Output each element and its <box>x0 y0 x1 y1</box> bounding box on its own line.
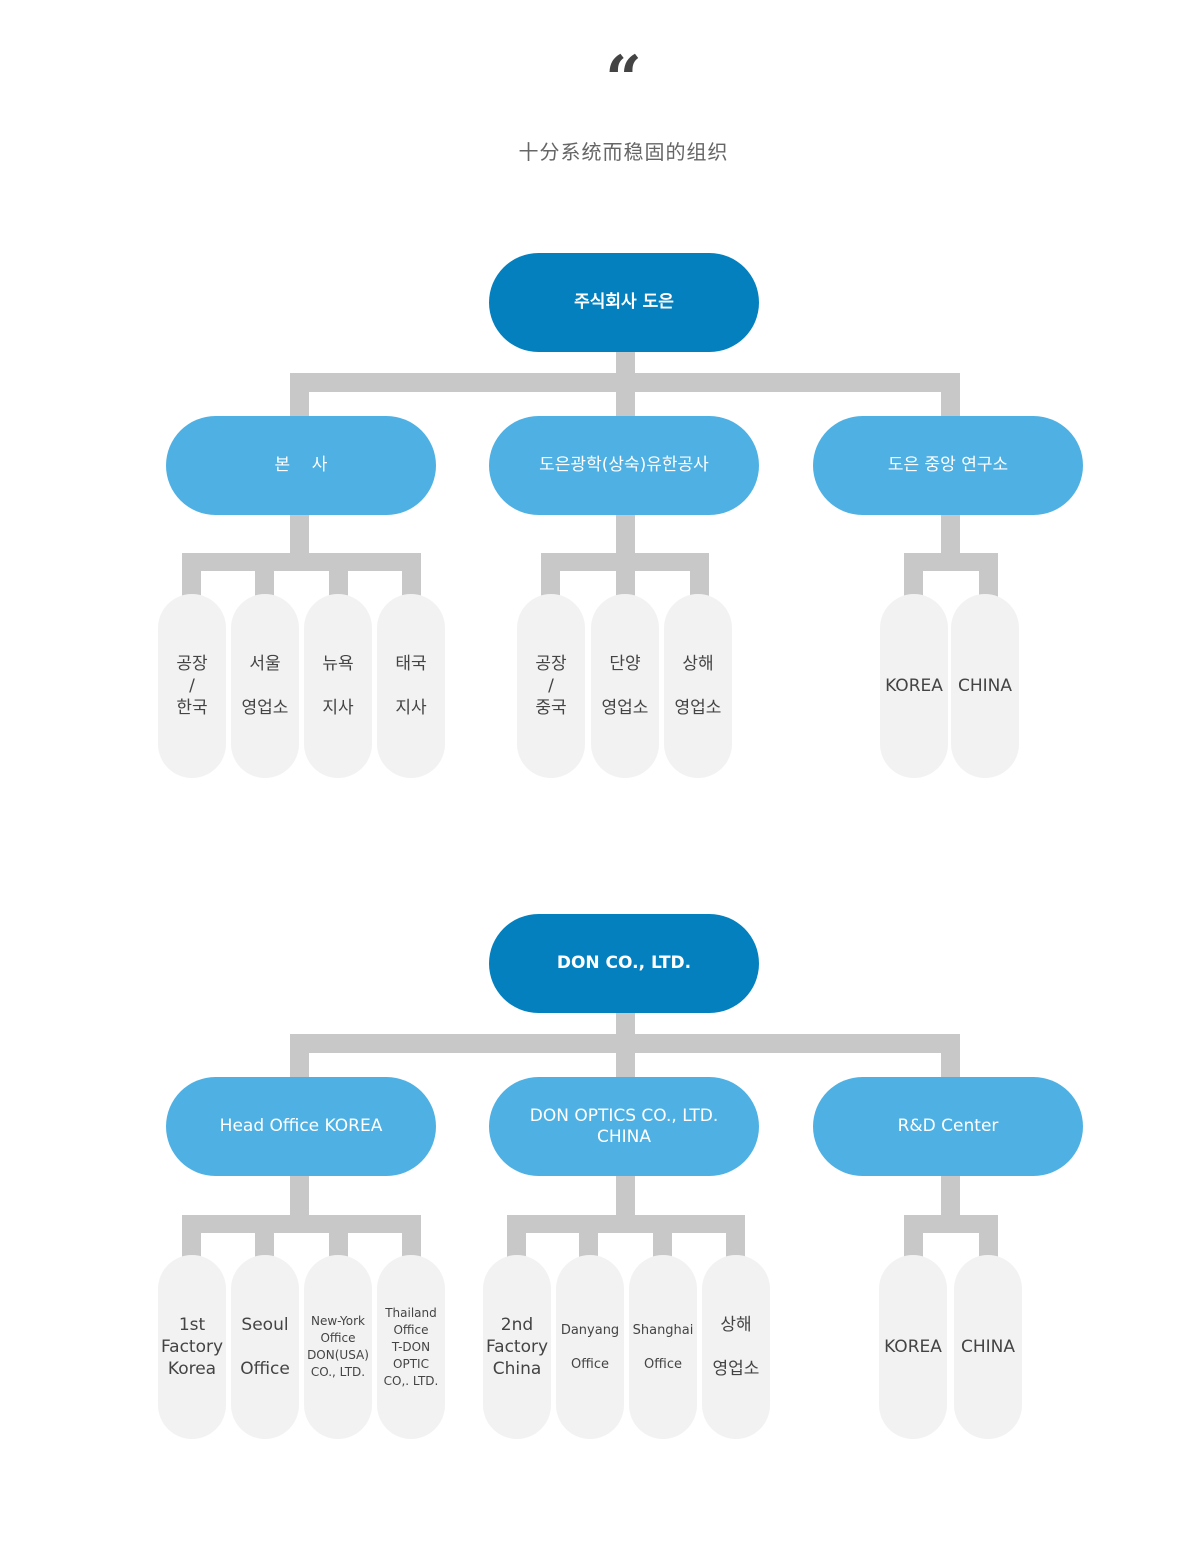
org-leaf-node: CHINA <box>951 594 1019 778</box>
connector <box>979 1215 998 1260</box>
org-branch-node: 본 사 <box>166 416 436 515</box>
connector <box>979 553 998 598</box>
org-branch-label: Head Office KOREA <box>219 1116 383 1137</box>
connector <box>941 373 960 418</box>
connector <box>904 1215 998 1233</box>
org-branch-label: 도은 중앙 연구소 <box>887 455 1009 476</box>
org-leaf-node: Danyang Office <box>556 1255 624 1439</box>
org-root-node: 주식회사 도은 <box>489 253 759 352</box>
connector <box>182 1215 201 1260</box>
connector <box>182 1215 421 1233</box>
connector <box>941 1034 960 1079</box>
org-branch-label: DON OPTICS CO., LTD. CHINA <box>529 1106 719 1147</box>
org-leaf-node: 상해 영업소 <box>664 594 732 778</box>
org-leaf-node: KOREA <box>879 1255 947 1439</box>
connector <box>290 1034 309 1079</box>
connector <box>255 1215 274 1260</box>
org-branch-node: Head Office KOREA <box>166 1077 436 1176</box>
org-root-label: DON CO., LTD. <box>556 953 692 974</box>
connector <box>616 512 635 556</box>
org-leaf-node: 상해 영업소 <box>702 1255 770 1439</box>
connector <box>541 553 560 598</box>
org-leaf-node: 뉴욕 지사 <box>304 594 372 778</box>
org-branch-node: 도은광학(상숙)유한공사 <box>489 416 759 515</box>
connector <box>182 553 421 571</box>
org-branch-label: 도은광학(상숙)유한공사 <box>539 455 709 476</box>
quote-mark: “ <box>605 42 642 117</box>
org-leaf-node: 단양 영업소 <box>591 594 659 778</box>
org-leaf-node: Seoul Office <box>231 1255 299 1439</box>
connector <box>904 553 923 598</box>
connector <box>690 553 709 598</box>
connector <box>941 1173 960 1217</box>
connector <box>402 553 421 598</box>
org-leaf-node: CHINA <box>954 1255 1022 1439</box>
connector <box>904 1215 923 1260</box>
org-leaf-node: New-York Office DON(USA) CO., LTD. <box>304 1255 372 1439</box>
org-leaf-node: 태국 지사 <box>377 594 445 778</box>
connector <box>616 373 635 418</box>
org-leaf-node: KOREA <box>880 594 948 778</box>
connector <box>616 1034 635 1079</box>
connector <box>402 1215 421 1260</box>
connector <box>329 1215 348 1260</box>
org-branch-node: 도은 중앙 연구소 <box>813 416 1083 515</box>
org-root-label: 주식회사 도은 <box>574 292 674 313</box>
connector <box>507 1215 526 1260</box>
org-branch-node: R&D Center <box>813 1077 1083 1176</box>
connector <box>182 553 201 598</box>
org-branch-label: R&D Center <box>897 1116 999 1137</box>
connector <box>329 553 348 598</box>
connector <box>290 373 309 418</box>
org-leaf-node: 서울 영업소 <box>231 594 299 778</box>
connector <box>904 553 998 571</box>
org-leaf-node: 2nd Factory China <box>483 1255 551 1439</box>
org-leaf-node: Thailand Office T-DON OPTIC CO,. LTD. <box>377 1255 445 1439</box>
connector <box>616 1173 635 1217</box>
connector <box>726 1215 745 1260</box>
org-leaf-node: Shanghai Office <box>629 1255 697 1439</box>
page-subtitle: 十分系统而稳固的组织 <box>518 140 729 164</box>
connector <box>579 1215 598 1260</box>
connector <box>941 512 960 556</box>
org-branch-label: 본 사 <box>274 455 328 476</box>
connector <box>616 553 635 598</box>
connector <box>255 553 274 598</box>
org-branch-node: DON OPTICS CO., LTD. CHINA <box>489 1077 759 1176</box>
org-root-node: DON CO., LTD. <box>489 914 759 1013</box>
org-leaf-node: 공장 / 중국 <box>517 594 585 778</box>
org-leaf-node: 공장 / 한국 <box>158 594 226 778</box>
connector <box>653 1215 672 1260</box>
org-leaf-node: 1st Factory Korea <box>158 1255 226 1439</box>
connector <box>290 512 309 556</box>
connector <box>290 1173 309 1217</box>
connector <box>507 1215 745 1233</box>
